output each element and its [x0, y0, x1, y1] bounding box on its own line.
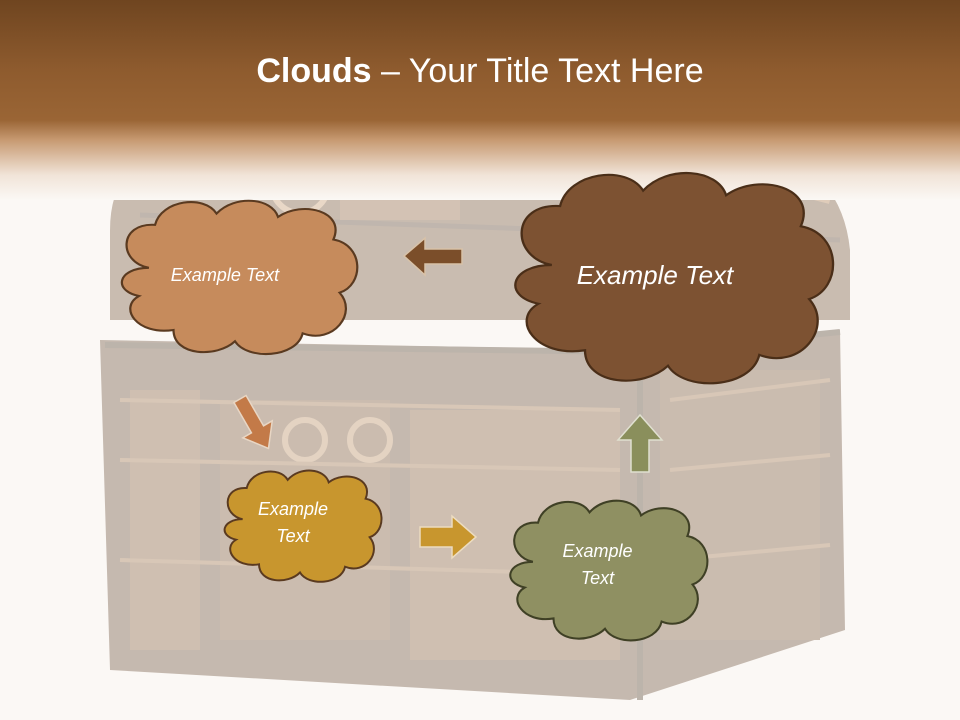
arrow-down-icon: [232, 394, 274, 450]
cloud-middle-left-text: Example Text: [228, 488, 358, 558]
cloud-top-right-label: Example Text: [576, 259, 734, 290]
arrow-up-icon: [616, 413, 664, 473]
slide-title: Clouds – Your Title Text Here: [0, 52, 960, 91]
cloud-middle-left-label: Example Text: [257, 499, 329, 546]
cloud-top-left-label: Example Text: [170, 264, 280, 285]
cloud-bottom-right-text: Example Text: [520, 530, 675, 600]
arrow-left-icon: [402, 236, 463, 277]
cloud-top-right-text: Example Text: [530, 250, 780, 300]
cloud-top-left-text: Example Text: [130, 250, 320, 300]
arrow-right-icon: [419, 514, 478, 560]
title-rest: – Your Title Text Here: [371, 52, 704, 90]
cloud-bottom-right-label: Example Text: [562, 541, 633, 588]
title-bar: [0, 0, 960, 200]
title-bold: Clouds: [256, 52, 372, 90]
